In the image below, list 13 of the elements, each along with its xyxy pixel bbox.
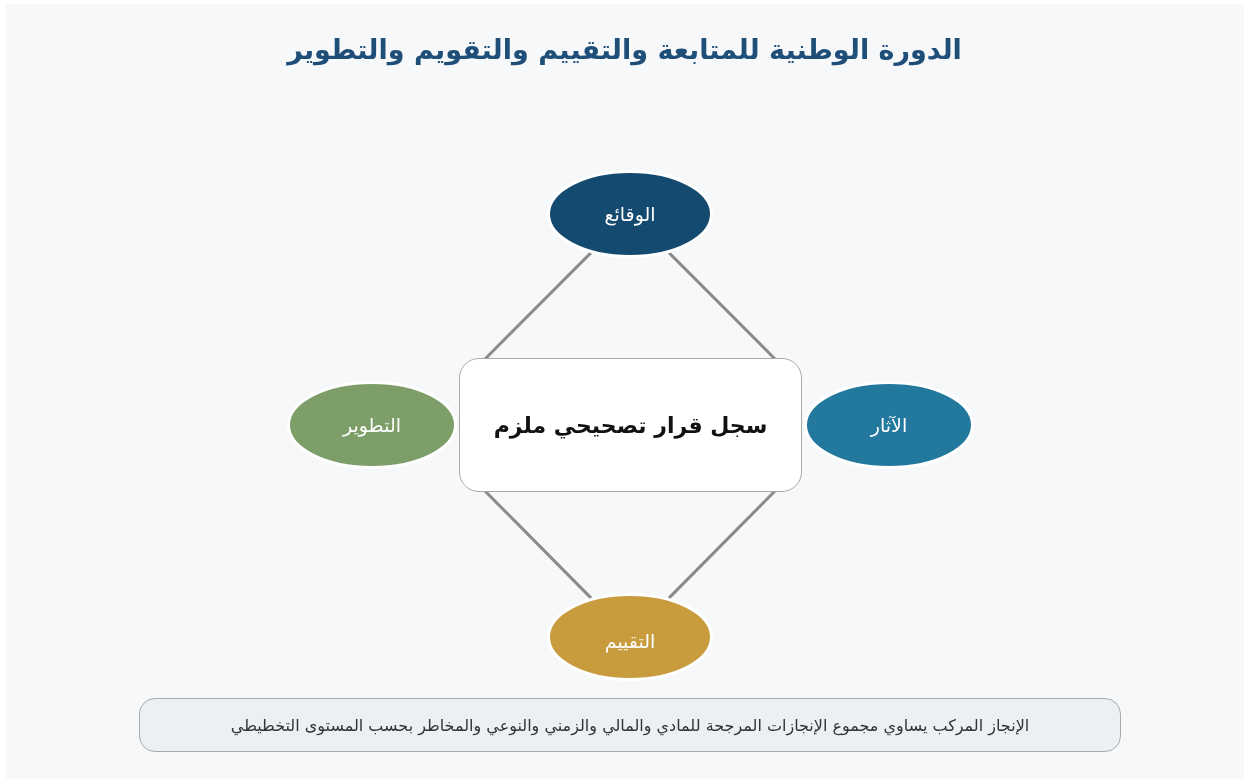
note-box [139, 698, 1121, 752]
stage-ellipse [547, 593, 713, 681]
stage-ellipse [547, 170, 713, 258]
node-label: سجل قرار تصحيحي ملزم [493, 412, 768, 438]
node-label: التطوير [343, 414, 401, 436]
stage-ellipse [804, 381, 974, 469]
node-label: الوقائع [604, 203, 656, 225]
note-text: الإنجاز المركب يساوي مجموع الإنجازات المرجحة للمادي والمالي والزمني والنوعي والمخاطر بحسب المستوى التخطيطي [230, 715, 1030, 735]
stage-ellipse [287, 381, 457, 469]
diagram-title: الدورة الوطنية للمتابعة والتقييم والتقويم والتطوير [285, 34, 963, 65]
node-label: التقييم [604, 630, 656, 652]
node-label: الآثار [870, 414, 908, 436]
decision-box [459, 358, 802, 492]
